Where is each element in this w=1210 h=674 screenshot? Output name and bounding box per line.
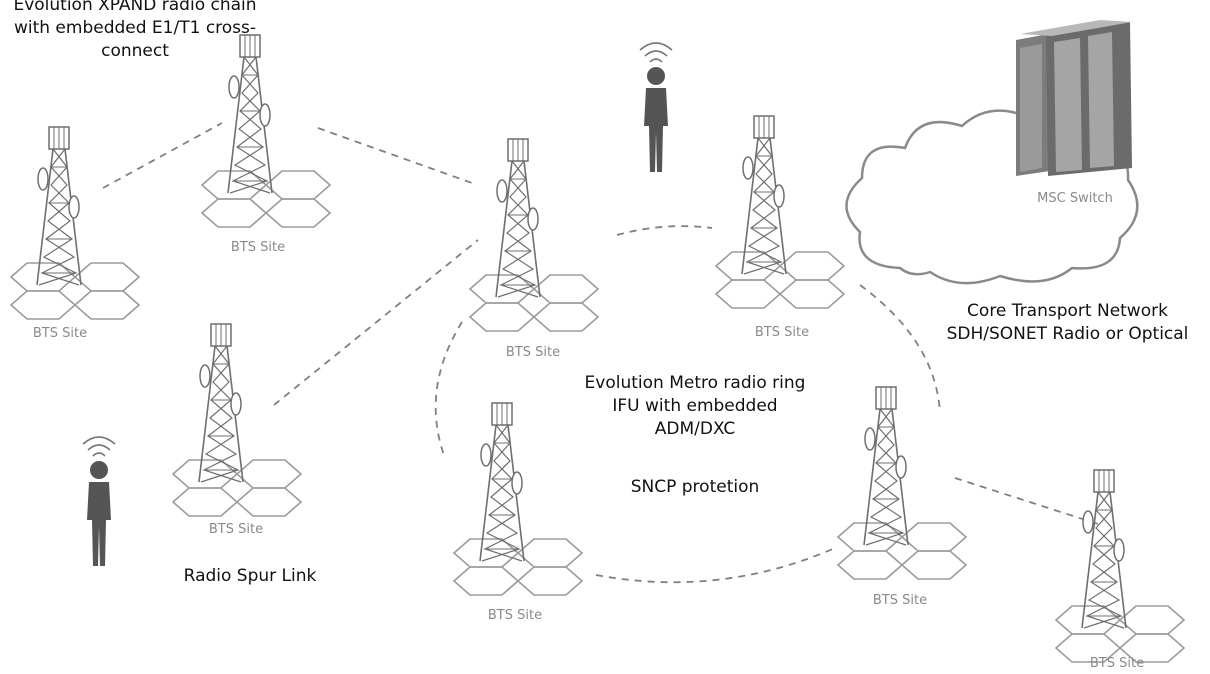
bts-site-label: BTS Site (230, 240, 286, 255)
link-spur-to-center (273, 239, 479, 406)
link-center-to-bottom-mid (434, 321, 463, 459)
link-left-to-top-mid (102, 122, 223, 189)
bts-site-center (469, 138, 599, 332)
bts-site-far-right (1055, 469, 1185, 663)
bts-site-label: BTS Site (487, 608, 543, 623)
link-center-to-right (616, 225, 713, 236)
xpand-chain-line: with embedded E1/T1 cross- (13, 18, 257, 38)
core-network-line: SDH/SONET Radio or Optical (946, 324, 1189, 344)
link-top-mid-to-center (317, 127, 473, 184)
bts-site-bottom-right (837, 386, 967, 580)
bts-site-spur (172, 323, 302, 517)
metro-ring-line: ADM/DXC (654, 419, 736, 439)
spur-link-annotation: Radio Spur Link (183, 566, 317, 586)
link-bottom-mid-to-bottom-right (595, 547, 836, 584)
bts-site-label: BTS Site (754, 325, 810, 340)
bts-site-top-mid (201, 34, 331, 228)
link-right-to-bottom-right (859, 284, 941, 413)
bts-site-left (10, 126, 140, 320)
mobile-user-icon (82, 436, 116, 567)
metro-ring-line: Evolution Metro radio ring (584, 373, 806, 393)
link-bottom-right-to-far-right (954, 477, 1099, 525)
metro-ring-annotation: Evolution Metro radio ring IFU with embe… (560, 372, 830, 441)
core-network-annotation: Core Transport Network SDH/SONET Radio o… (925, 300, 1210, 346)
msc-switch-label: MSC Switch (1037, 191, 1113, 206)
bts-site-label: BTS Site (208, 522, 264, 537)
xpand-chain-annotation: Evolution XPAND radio chain with embedde… (0, 0, 300, 63)
bts-site-right (715, 115, 845, 309)
bts-site-label: BTS Site (32, 326, 88, 341)
xpand-chain-line: connect (101, 41, 169, 61)
bts-site-label: BTS Site (1089, 656, 1145, 671)
metro-ring-line: IFU with embedded (612, 396, 778, 416)
mobile-user-icon (639, 42, 673, 173)
bts-site-label: BTS Site (872, 593, 928, 608)
sncp-annotation: SNCP protetion (630, 477, 760, 497)
core-network-line: Core Transport Network (967, 301, 1168, 321)
radio-links (102, 122, 1099, 584)
msc-switch-icon (1016, 20, 1132, 176)
xpand-chain-line: Evolution XPAND radio chain (13, 0, 257, 15)
bts-site-label: BTS Site (505, 345, 561, 360)
